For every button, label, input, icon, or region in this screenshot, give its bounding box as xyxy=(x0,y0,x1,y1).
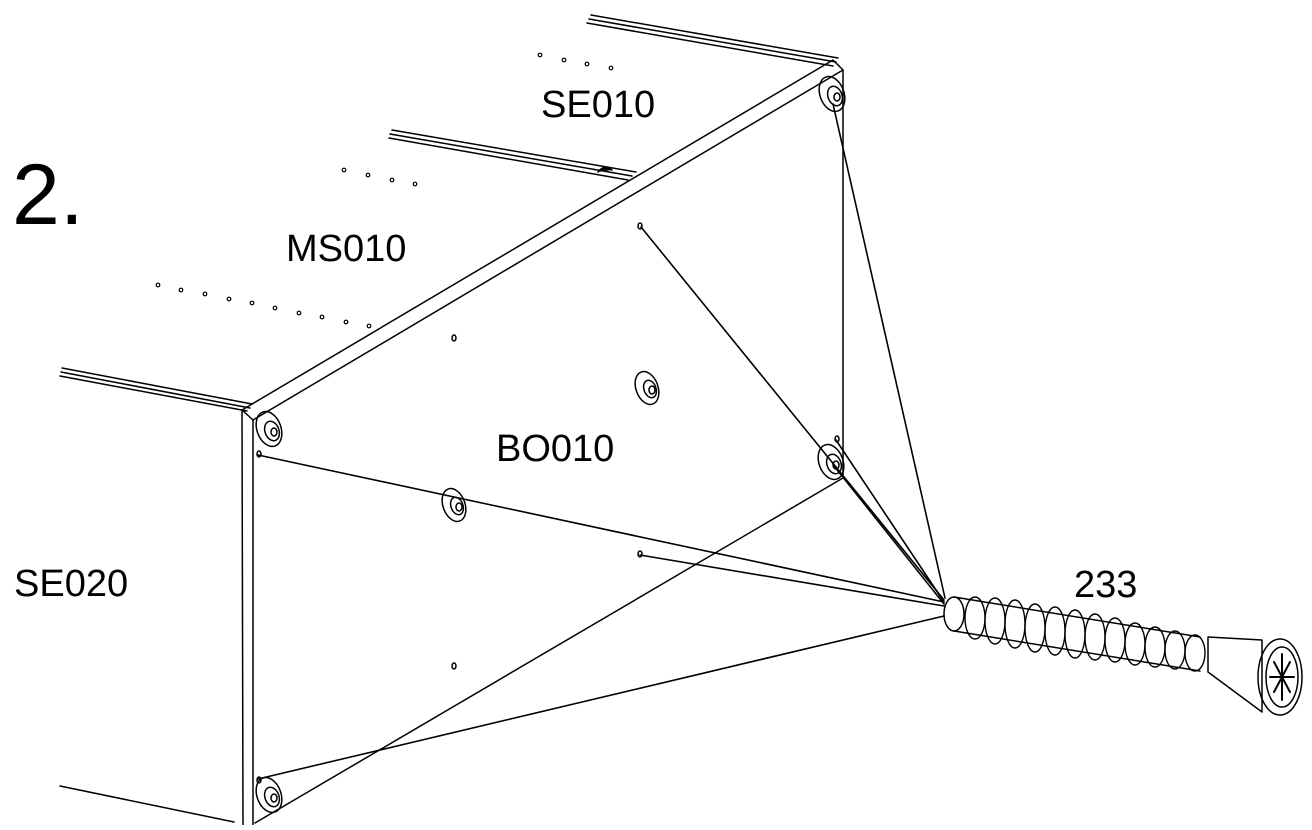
back-panel xyxy=(241,59,844,826)
guide-lines xyxy=(257,103,946,780)
cam-lock-icon xyxy=(255,776,283,814)
part-label-ms010: MS010 xyxy=(286,228,407,270)
cam-lock-icon xyxy=(634,370,660,406)
cam-lock-icon xyxy=(441,487,467,523)
cam-lock-icon xyxy=(817,443,845,481)
part-label-screw: 233 xyxy=(1074,564,1138,606)
cam-lock-icon xyxy=(255,410,283,448)
cam-lock-icon xyxy=(818,75,846,113)
pilot-holes xyxy=(256,222,840,784)
step-number: 2. xyxy=(12,147,84,243)
side-panel-edge xyxy=(59,367,253,823)
middle-shelf-edge xyxy=(388,129,637,181)
part-label-se020: SE020 xyxy=(14,563,129,605)
top-panel-edge xyxy=(586,14,839,67)
part-label-se010: SE010 xyxy=(541,84,656,126)
screw-icon xyxy=(943,596,1303,716)
part-label-bo010: BO010 xyxy=(496,428,615,470)
cam-lock-fittings xyxy=(255,75,846,814)
shelf-pin-holes xyxy=(155,52,614,329)
